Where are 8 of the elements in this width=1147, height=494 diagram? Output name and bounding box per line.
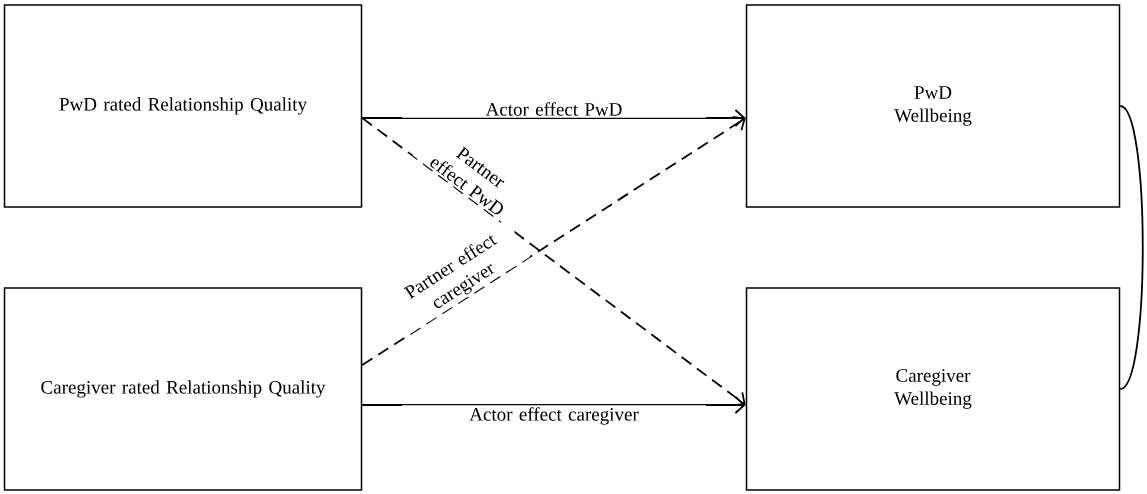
arrow [361, 396, 746, 414]
arrow [361, 109, 746, 127]
edge-label: Actor effect PwD [402, 100, 706, 118]
process-box: Caregiver Wellbeing [745, 287, 1121, 491]
process-box: PwD Wellbeing [745, 4, 1121, 208]
edge-label: Actor effect caregiver [402, 405, 706, 427]
process-box: Caregiver rated Relationship Quality [3, 287, 363, 491]
process-box: PwD rated Relationship Quality [3, 4, 363, 208]
